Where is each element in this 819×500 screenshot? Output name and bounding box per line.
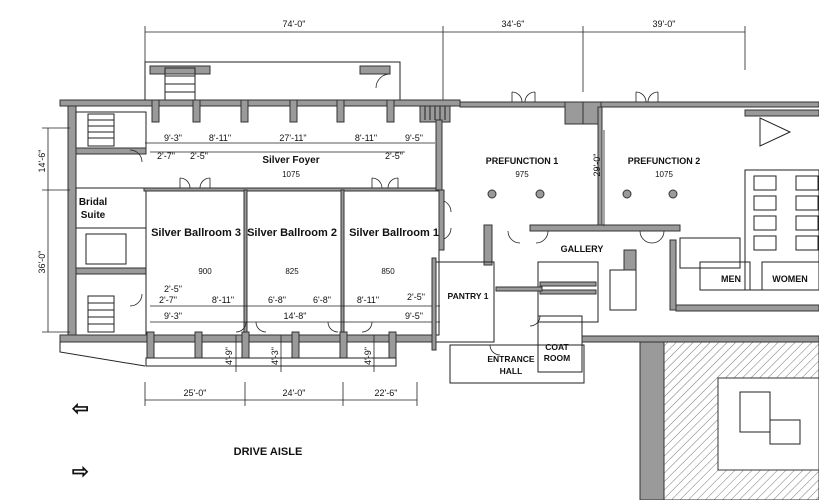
dim-ball-8-11-a: 8'-11" bbox=[212, 295, 234, 305]
bridal-suite-label-1: Bridal bbox=[79, 197, 108, 208]
north-wall bbox=[59, 91, 819, 125]
dim-pref-29: 29'-0" bbox=[592, 154, 602, 177]
dim-foyer-2-5-a: 2'-5" bbox=[190, 151, 208, 161]
dim-foyer-8-11-b: 8'-11" bbox=[355, 133, 377, 143]
dim-ball-6-8-a: 6'-8" bbox=[268, 295, 286, 305]
foyer-dimension-chain: 9'-3" 8'-11" 27'-11" 8'-11" 9'-5" 2'-7" … bbox=[145, 133, 435, 161]
hatched-structure bbox=[639, 341, 819, 500]
dim-ball-2-5-b: 2'-5" bbox=[407, 292, 425, 302]
left-dimensions: 14'-6" 36'-0" bbox=[37, 127, 70, 333]
pantry-label: PANTRY 1 bbox=[448, 291, 489, 301]
prefunction-area: 29'-0" bbox=[483, 106, 681, 266]
dim-left-36: 36'-0" bbox=[37, 251, 47, 274]
dim-foyer-2-7: 2'-7" bbox=[157, 151, 175, 161]
dim-v-4-9-b: 4'-9" bbox=[363, 347, 373, 365]
dim-left-14: 14'-6" bbox=[37, 150, 47, 173]
entrance-hall-label-1: ENTRANCE bbox=[487, 354, 535, 364]
dim-foyer-27-11: 27'-11" bbox=[279, 133, 306, 143]
men-label: MEN bbox=[721, 274, 741, 284]
dim-foyer-9-5: 9'-5" bbox=[405, 133, 423, 143]
dim-bot-24: 24'-0" bbox=[283, 388, 306, 398]
silver-foyer-area: 1075 bbox=[282, 170, 300, 179]
ballroom-3-area: 900 bbox=[198, 267, 212, 276]
dim-top-39: 39'-0" bbox=[653, 19, 676, 29]
prefunction-1-area: 975 bbox=[515, 170, 529, 179]
entrance-hall-label-2: HALL bbox=[500, 366, 523, 376]
dim-ball-9-5: 9'-5" bbox=[405, 311, 423, 321]
ballroom-3-name: Silver Ballroom 3 bbox=[151, 227, 241, 239]
dim-ball-9-3: 9'-3" bbox=[164, 311, 182, 321]
silver-foyer-name: Silver Foyer bbox=[262, 155, 319, 166]
prefunction-2-name: PREFUNCTION 2 bbox=[628, 156, 701, 166]
coat-room-label-2: ROOM bbox=[544, 353, 570, 363]
bridal-suite-label-2: Suite bbox=[81, 210, 106, 221]
ballroom-dimension-chain: 2'-5" 2'-7" 9'-3" 8'-11" 6'-8" 6'-8" 14'… bbox=[150, 284, 440, 323]
west-wing: Bridal Suite bbox=[67, 105, 147, 337]
right-arrow-icon: ⇨ bbox=[72, 461, 89, 483]
prefunction-2-area: 1075 bbox=[655, 170, 673, 179]
dim-bot-22-6: 22'-6" bbox=[375, 388, 398, 398]
dim-ball-2-5: 2'-5" bbox=[164, 284, 182, 294]
south-vertical-dims: 4'-9" 4'-3" 4'-9" bbox=[224, 335, 375, 372]
dim-top-34: 34'-6" bbox=[502, 19, 525, 29]
ballroom-1-area: 850 bbox=[381, 267, 395, 276]
dim-foyer-9-3: 9'-3" bbox=[164, 133, 182, 143]
dim-top-74: 74'-0" bbox=[283, 19, 306, 29]
coat-room-label-1: COAT bbox=[545, 342, 569, 352]
dim-foyer-2-5-b: 2'-5" bbox=[385, 151, 403, 161]
ballroom-1-name: Silver Ballroom 1 bbox=[349, 227, 439, 239]
drive-aisle-label: DRIVE AISLE bbox=[234, 446, 303, 458]
dim-foyer-8-11-a: 8'-11" bbox=[209, 133, 231, 143]
prefunction-1-name: PREFUNCTION 1 bbox=[486, 156, 559, 166]
women-label: WOMEN bbox=[772, 274, 808, 284]
bottom-dimensions: 25'-0" 24'-0" 22'-6" bbox=[144, 382, 418, 406]
dim-bot-25: 25'-0" bbox=[184, 388, 207, 398]
dim-v-4-3: 4'-3" bbox=[270, 347, 280, 365]
dim-ball-8-11-b: 8'-11" bbox=[357, 295, 379, 305]
gallery-area bbox=[495, 249, 637, 323]
top-dimensions: 74'-0" 34'-6" 39'-0" bbox=[144, 19, 746, 100]
gallery-label: GALLERY bbox=[561, 244, 604, 254]
dim-ball-14-8: 14'-8" bbox=[284, 311, 307, 321]
ballroom-2-area: 825 bbox=[285, 267, 299, 276]
dim-ball-6-8-b: 6'-8" bbox=[313, 295, 331, 305]
left-arrow-icon: ⇦ bbox=[72, 398, 89, 420]
restrooms bbox=[669, 109, 819, 312]
ballroom-2-name: Silver Ballroom 2 bbox=[247, 227, 337, 239]
south-wall bbox=[59, 321, 436, 367]
dim-ball-2-7: 2'-7" bbox=[159, 295, 177, 305]
dim-v-4-9-a: 4'-9" bbox=[224, 347, 234, 365]
